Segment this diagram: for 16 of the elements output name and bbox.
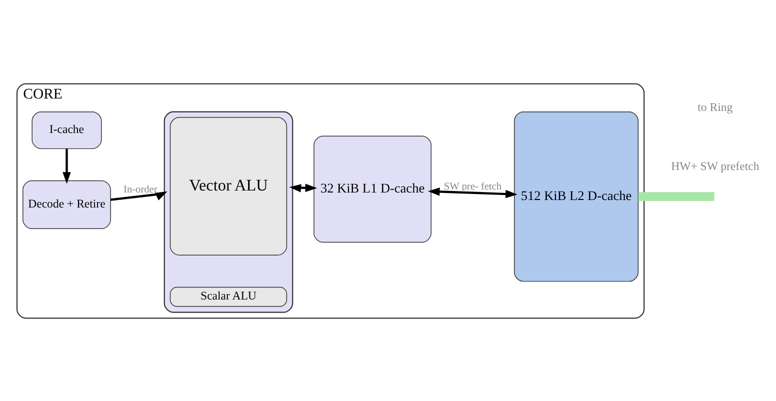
node-box: Scalar ALU [170,286,288,306]
connector [638,192,714,200]
label: HW+ SW prefetch [671,159,760,172]
edge-label: SW pre- fetch [444,180,502,192]
node-box: Vector ALU [170,116,288,256]
cluster [164,110,294,312]
node-box: 512 KiB L2 D-cache [514,110,639,282]
node-box: 32 KiB L1 D-cache [314,135,432,242]
arrow [289,183,318,192]
arrow [110,190,168,200]
label: to Ring [698,100,733,114]
arrow [62,148,71,184]
node-box: I-cache [32,110,102,149]
arrow [428,187,518,198]
edge-label: In-order [124,184,158,195]
node-box: Decode + Retire [22,180,111,228]
